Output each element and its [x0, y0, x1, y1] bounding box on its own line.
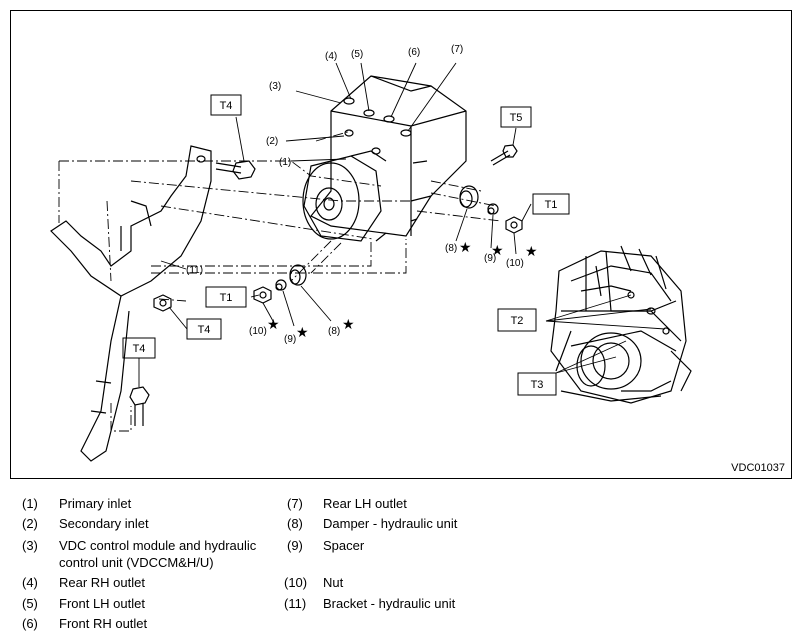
legend-num-5: (5) — [22, 596, 38, 611]
callout-11: (11) — [186, 265, 203, 276]
alignment-lines — [58, 130, 502, 432]
torque-t5: T5 — [510, 112, 523, 124]
legend-num-6: (6) — [22, 616, 38, 631]
legend-num-4: (4) — [22, 575, 38, 590]
exploded-diagram: (3) (2) (1) (4) (5) (6) (7) (11) (8) (9)… — [10, 10, 792, 479]
hydraulic-unit-bracket — [50, 145, 212, 462]
callout-4: (4) — [325, 51, 337, 62]
star-8-left: ★ — [342, 316, 355, 332]
callout-8-left: (8) — [328, 326, 340, 337]
torque-t3: T3 — [531, 379, 544, 391]
star-8-right: ★ — [459, 239, 472, 255]
callout-5: (5) — [351, 49, 363, 60]
legend-num-11: (11) — [284, 596, 307, 611]
damper-8-right — [459, 185, 479, 209]
legend-num-1: (1) — [22, 496, 38, 511]
installed-unit-view — [550, 245, 692, 404]
leader-lines — [138, 62, 666, 387]
legend-num-2: (2) — [22, 516, 38, 531]
callout-10-left: (10) — [249, 326, 267, 337]
callout-8-right: (8) — [445, 243, 457, 254]
legend-num-9: (9) — [287, 538, 303, 553]
legend-text-2: Secondary inlet — [59, 516, 149, 531]
legend-num-8: (8) — [287, 516, 303, 531]
callout-2: (2) — [266, 136, 278, 147]
bolt-t4-upper — [215, 160, 256, 180]
callout-9-right: (9) — [484, 253, 496, 264]
nut-10-left — [253, 286, 272, 304]
torque-t4-nut: T4 — [198, 324, 211, 336]
legend-num-3: (3) — [22, 538, 38, 553]
callout-7: (7) — [451, 44, 463, 55]
legend-text-6: Front RH outlet — [59, 616, 148, 631]
spacer-9-right — [487, 203, 499, 215]
legend-text-3-cont: control unit (VDCCM&H/U) — [59, 555, 214, 570]
callout-9-left: (9) — [284, 334, 296, 345]
diagram-canvas: (3) (2) (1) (4) (5) (6) (7) (11) (8) (9)… — [50, 44, 692, 462]
legend-text-7: Rear LH outlet — [323, 496, 407, 511]
torque-t2: T2 — [511, 315, 524, 327]
legend-text-10: Nut — [323, 575, 344, 590]
star-9-left: ★ — [296, 324, 309, 340]
figure-id: VDC01037 — [731, 462, 785, 474]
callout-3: (3) — [269, 81, 281, 92]
legend-text-9: Spacer — [323, 538, 365, 553]
legend-num-7: (7) — [287, 496, 303, 511]
legend-text-8: Damper - hydraulic unit — [323, 516, 458, 531]
legend-text-1: Primary inlet — [59, 496, 132, 511]
callout-10-right: (10) — [506, 258, 524, 269]
torque-boxes — [122, 94, 570, 396]
star-9-right: ★ — [491, 242, 504, 258]
star-10-left: ★ — [267, 316, 280, 332]
callout-6: (6) — [408, 47, 420, 58]
damper-8-left — [289, 264, 307, 286]
legend-num-10: (10) — [284, 575, 308, 590]
legend-text-4: Rear RH outlet — [59, 575, 145, 590]
star-10-right: ★ — [525, 243, 538, 259]
torque-t4-upper: T4 — [220, 100, 233, 112]
torque-t1-left: T1 — [220, 292, 233, 304]
torque-t4-lower: T4 — [133, 343, 146, 355]
nut-t4-bracket — [153, 294, 172, 312]
spacer-9-left — [275, 279, 287, 291]
callout-1: (1) — [279, 157, 291, 168]
bolt-t4-lower — [129, 386, 150, 426]
torque-t1-right: T1 — [545, 199, 558, 211]
legend-text-11: Bracket - hydraulic unit — [323, 596, 456, 611]
legend-text-3: VDC control module and hydraulic — [59, 538, 257, 553]
legend-text-5: Front LH outlet — [59, 596, 145, 611]
nut-10-right — [505, 216, 523, 234]
